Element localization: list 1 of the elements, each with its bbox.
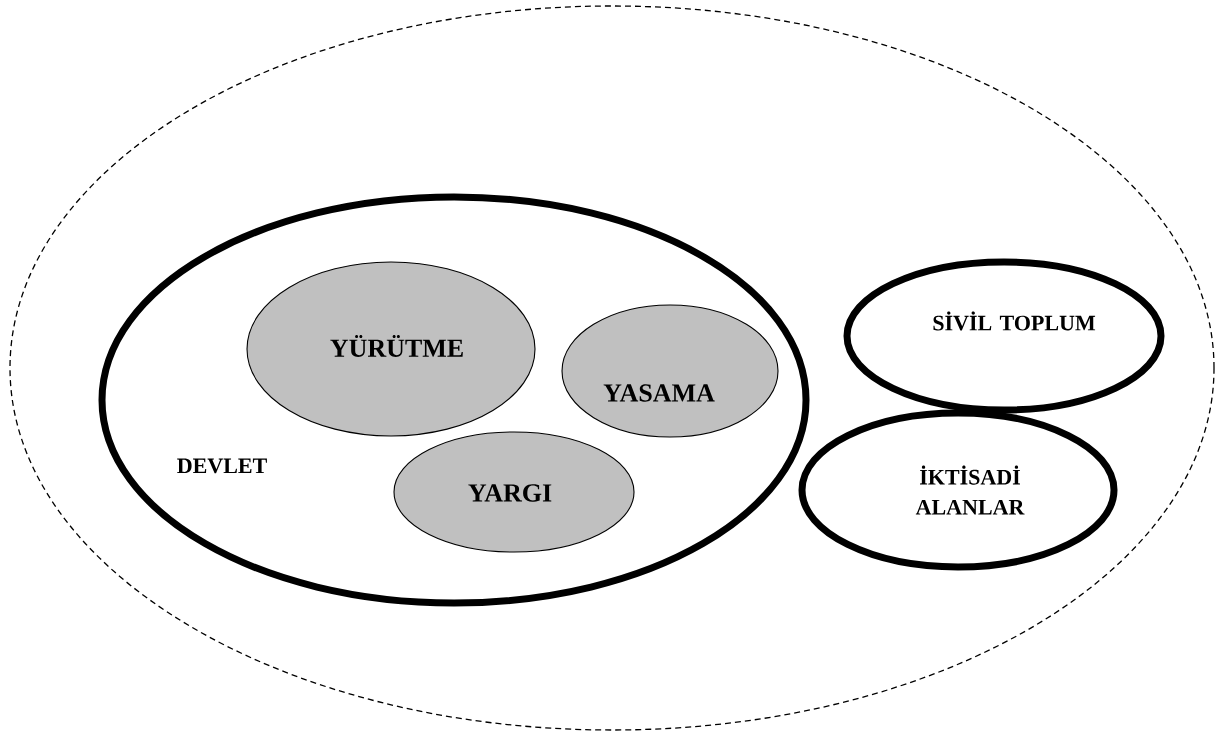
dashed-ellipse [9, 5, 1215, 731]
